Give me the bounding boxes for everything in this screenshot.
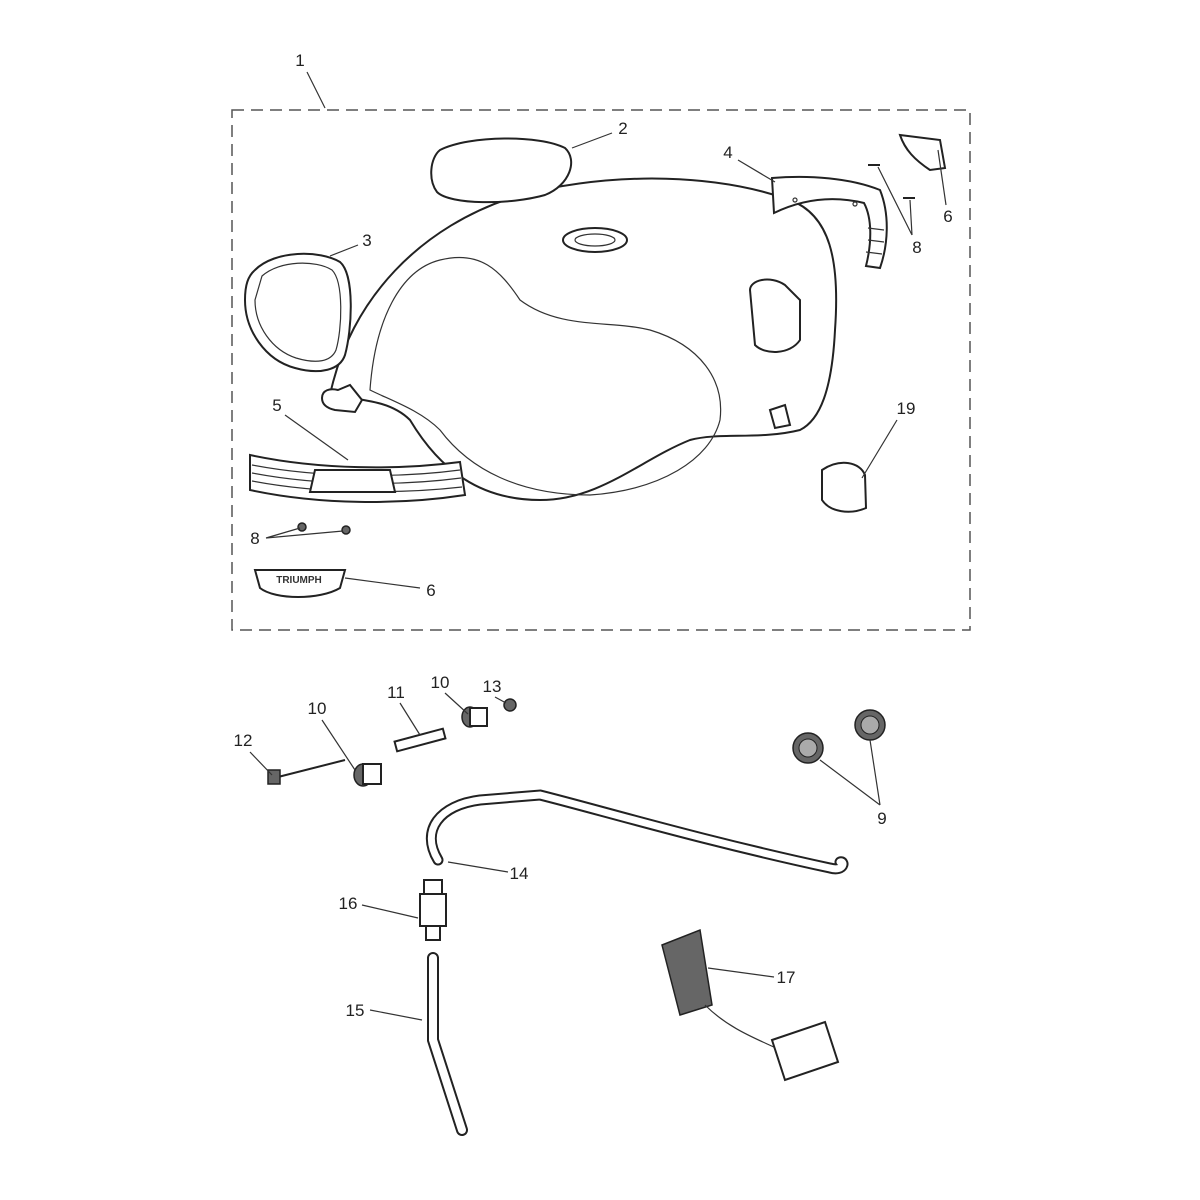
callout-13: 13 bbox=[483, 677, 502, 696]
callout-11: 11 bbox=[387, 683, 405, 702]
callout-10: 10 bbox=[308, 699, 327, 718]
screw-part-8 bbox=[297, 522, 307, 532]
knee-pad-part-2 bbox=[430, 137, 573, 204]
knee-pad-part-3 bbox=[243, 252, 352, 373]
nut-part-13 bbox=[503, 698, 517, 712]
callout-4: 4 bbox=[723, 143, 732, 162]
callout-17: 17 bbox=[777, 968, 796, 987]
callout-12: 12 bbox=[234, 731, 253, 750]
fuel-tank bbox=[320, 177, 838, 502]
callout-8: 8 bbox=[912, 238, 921, 257]
callout-labels: 1 2 3 4 6 8 19 5 8 6 12 10 11 10 13 9 14… bbox=[234, 51, 953, 1020]
filter-part-16 bbox=[419, 879, 447, 941]
callout-3: 3 bbox=[362, 231, 371, 250]
pad-part-19 bbox=[821, 461, 868, 513]
callout-15: 15 bbox=[346, 1001, 365, 1020]
grommets-part-9 bbox=[792, 709, 886, 764]
callout-10: 10 bbox=[431, 673, 450, 692]
bush-part-10 bbox=[353, 763, 382, 787]
callout-5: 5 bbox=[272, 396, 281, 415]
rubber-pad-part-5 bbox=[249, 453, 467, 503]
svg-text:TRIUMPH: TRIUMPH bbox=[276, 575, 322, 586]
screw-part-8 bbox=[341, 525, 351, 535]
bush-part-10 bbox=[461, 706, 488, 728]
callout-9: 9 bbox=[877, 809, 886, 828]
callout-6: 6 bbox=[943, 207, 952, 226]
triumph-emblem-part-6: TRIUMPH bbox=[253, 569, 347, 598]
bolt-part-12 bbox=[267, 759, 346, 785]
callout-2: 2 bbox=[618, 119, 627, 138]
spacer-part-11 bbox=[393, 727, 447, 753]
callout-1: 1 bbox=[295, 51, 304, 70]
kit-boundary bbox=[231, 109, 971, 631]
bracket-part-6 bbox=[898, 133, 947, 172]
callout-14: 14 bbox=[510, 864, 529, 883]
callout-6: 6 bbox=[426, 581, 435, 600]
screws-part-8-top bbox=[868, 164, 915, 199]
leader-lines bbox=[249, 71, 947, 1021]
callout-16: 16 bbox=[339, 894, 358, 913]
strap-part-4 bbox=[770, 175, 888, 270]
callout-19: 19 bbox=[897, 399, 916, 418]
callout-8: 8 bbox=[250, 529, 259, 548]
sensor-part-17 bbox=[661, 928, 840, 1082]
